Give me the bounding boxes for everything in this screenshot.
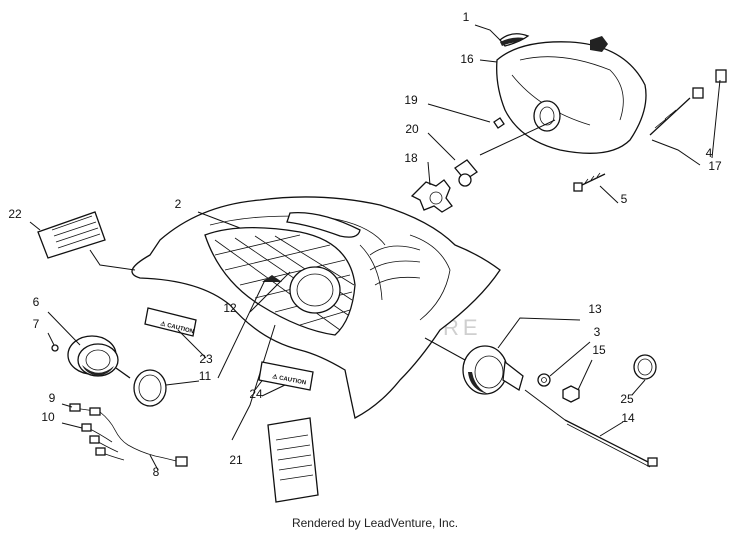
bezel-ring [133, 369, 167, 407]
callout-25: 25 [620, 392, 634, 406]
speedometer [67, 335, 131, 379]
callout-23: 23 [199, 352, 213, 366]
callout-19: 19 [404, 93, 418, 107]
callout-10: 10 [41, 410, 55, 424]
callout-20: 20 [405, 122, 419, 136]
nut-15 [562, 385, 580, 403]
footer-credit: Rendered by LeadVenture, Inc. [291, 516, 459, 530]
callout-9: 9 [49, 391, 56, 405]
callout-7: 7 [33, 317, 40, 331]
adjuster-screw [649, 69, 727, 136]
callout-11: 11 [199, 369, 212, 383]
callout-21: 21 [229, 453, 243, 467]
decal-21 [267, 417, 319, 503]
clamp-25 [633, 354, 657, 380]
wiring-harness [69, 403, 188, 467]
bolt-5 [573, 172, 606, 192]
bulb-socket [410, 159, 478, 213]
decal-22 [37, 211, 106, 259]
callout-13: 13 [588, 302, 602, 316]
callout-5: 5 [621, 192, 628, 206]
callout-16: 16 [460, 52, 474, 66]
screw-7 [51, 344, 59, 352]
callout-2: 2 [175, 197, 182, 211]
callout-15: 15 [592, 343, 606, 357]
hood-console [131, 196, 501, 419]
callout-6: 6 [33, 295, 40, 309]
bulb [493, 117, 505, 129]
callout-8: 8 [153, 465, 160, 479]
callout-22: 22 [8, 207, 22, 221]
callout-17: 17 [708, 159, 722, 173]
lens-13 [462, 345, 524, 395]
decal-24: ⚠ CAUTION [258, 361, 314, 391]
cable-14 [564, 419, 658, 468]
callout-4: 4 [706, 146, 713, 160]
headlight-cap [499, 33, 530, 47]
callout-24: 24 [249, 387, 263, 401]
decal-23: ⚠ CAUTION [144, 307, 197, 337]
callout-12: 12 [223, 301, 237, 315]
callout-14: 14 [621, 411, 635, 425]
callout-1: 1 [463, 10, 470, 24]
washer-3 [537, 373, 551, 387]
callout-3: 3 [594, 325, 601, 339]
callout-18: 18 [404, 151, 418, 165]
headlight-housing [496, 36, 647, 154]
